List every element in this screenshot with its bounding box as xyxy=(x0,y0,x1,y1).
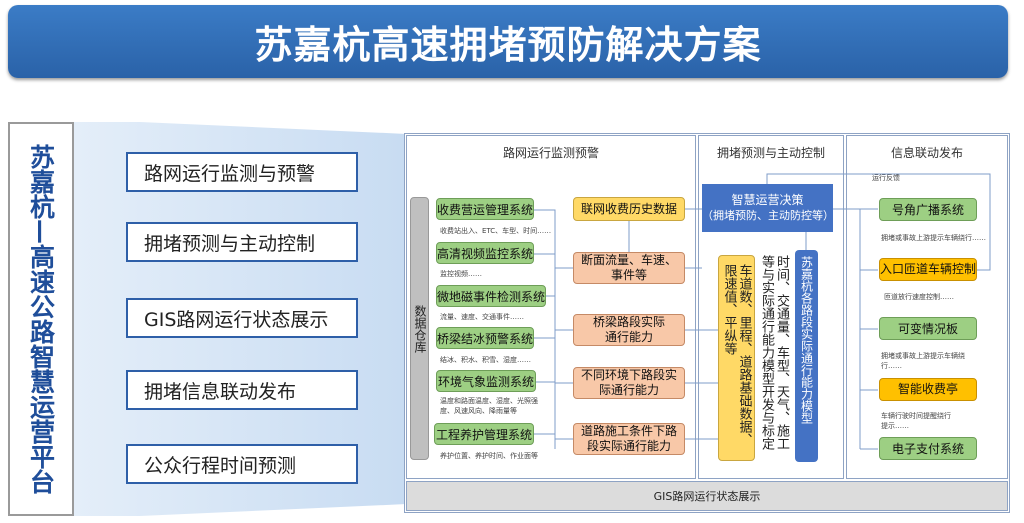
publish-smart-booth: 智能收费亭 xyxy=(879,378,977,401)
panel-publish-title: 信息联动发布 xyxy=(890,146,963,160)
output-toll-history: 联网收费历史数据 xyxy=(573,197,685,221)
decision-title: 智慧运营决策 xyxy=(731,193,804,207)
publish-vms: 可变情况板 xyxy=(879,317,977,340)
output-construction-capacity: 道路施工条件下路段实际通行能力 xyxy=(573,423,685,455)
system-toll: 收费营运管理系统 xyxy=(436,198,534,220)
platform-label: 苏嘉杭—高速公路智慧运营平台 xyxy=(8,122,74,516)
publish-booth-caption: 车辆行驶时间提醒绕行提示…… xyxy=(881,412,951,430)
data-warehouse-label: 数据仓库 xyxy=(413,304,427,353)
menu-gis[interactable]: GIS路网运行状态展示 xyxy=(126,298,358,338)
system-bridge-ice: 桥梁结冰预警系统 xyxy=(436,327,534,349)
system-bridge-ice-caption: 结冰、积水、积雪、湿度…… xyxy=(440,356,531,364)
decision-subtitle: （拥堵预防、主动防控等） xyxy=(702,209,834,222)
system-video: 高清视频监控系统 xyxy=(436,242,534,264)
system-maintenance-caption: 养护位置、养护时间、作业面等 xyxy=(440,452,538,460)
system-geomagnetic-caption: 流量、速度、交通事件…… xyxy=(440,313,524,321)
panel-publish xyxy=(846,135,1008,479)
feedback-label: 运行反馈 xyxy=(872,174,900,182)
page-title: 苏嘉杭高速拥堵预防解决方案 xyxy=(8,5,1008,78)
menu-prediction[interactable]: 拥堵预测与主动控制 xyxy=(126,222,358,262)
system-video-caption: 监控视频…… xyxy=(440,270,482,278)
publish-ramp-caption: 匝道放行速度控制…… xyxy=(884,293,954,301)
menu-travel-time[interactable]: 公众行程时间预测 xyxy=(126,444,358,484)
system-toll-caption: 收费站出入、ETC、车型、时间…… xyxy=(440,227,552,235)
panel-monitoring-title: 路网运行监测预警 xyxy=(502,146,599,160)
panel-prediction-title: 拥堵预测与主动控制 xyxy=(716,146,825,160)
road-data-text: 车道数、里程、道路基础数据、限速值、平纵等 xyxy=(721,264,752,446)
publish-vms-caption: 拥堵或事故上游提示车辆绕行…… xyxy=(881,352,965,370)
capacity-model-text: 苏嘉杭各路段实际通行能力模型 xyxy=(799,256,814,424)
decision-box: 智慧运营决策 （拥堵预防、主动防控等） xyxy=(702,184,834,232)
menu-monitoring[interactable]: 路网运行监测与预警 xyxy=(126,152,358,192)
output-flow: 断面流量、车速、事件等 xyxy=(573,252,685,284)
system-geomagnetic: 微地磁事件检测系统 xyxy=(436,285,546,307)
platform-name: 苏嘉杭—高速公路智慧运营平台 xyxy=(26,144,56,494)
menu-publish[interactable]: 拥堵信息联动发布 xyxy=(126,370,358,410)
panel-monitoring xyxy=(406,135,696,479)
capacity-model-box: 苏嘉杭各路段实际通行能力模型 xyxy=(795,250,818,462)
output-bridge-capacity: 桥梁路段实际通行能力 xyxy=(573,314,685,346)
publish-ramp-control: 入口匝道车辆控制 xyxy=(879,258,977,281)
model-dev-text: 时间、交通量、车型、天气、施工等与实际通行能力模型开发与标定 xyxy=(759,255,789,450)
model-dev-text-box: 时间、交通量、车型、天气、施工等与实际通行能力模型开发与标定 xyxy=(758,255,790,461)
data-warehouse: 数据仓库 xyxy=(410,197,429,460)
system-weather: 环境气象监测系统 xyxy=(436,370,536,392)
system-weather-caption: 温度和路面温度、湿度、光照强度、风速风向、降雨量等 xyxy=(440,397,538,415)
publish-horn-caption: 拥堵或事故上游提示车辆绕行…… xyxy=(881,234,986,242)
publish-epay: 电子支付系统 xyxy=(879,437,977,460)
system-maintenance: 工程养护管理系统 xyxy=(434,423,534,445)
output-environment-capacity: 不同环境下路段实际通行能力 xyxy=(573,367,685,399)
road-data-box: 车道数、里程、道路基础数据、限速值、平纵等 xyxy=(718,255,755,461)
gis-bar: GIS路网运行状态展示 xyxy=(406,481,1008,511)
publish-horn: 号角广播系统 xyxy=(879,198,977,221)
